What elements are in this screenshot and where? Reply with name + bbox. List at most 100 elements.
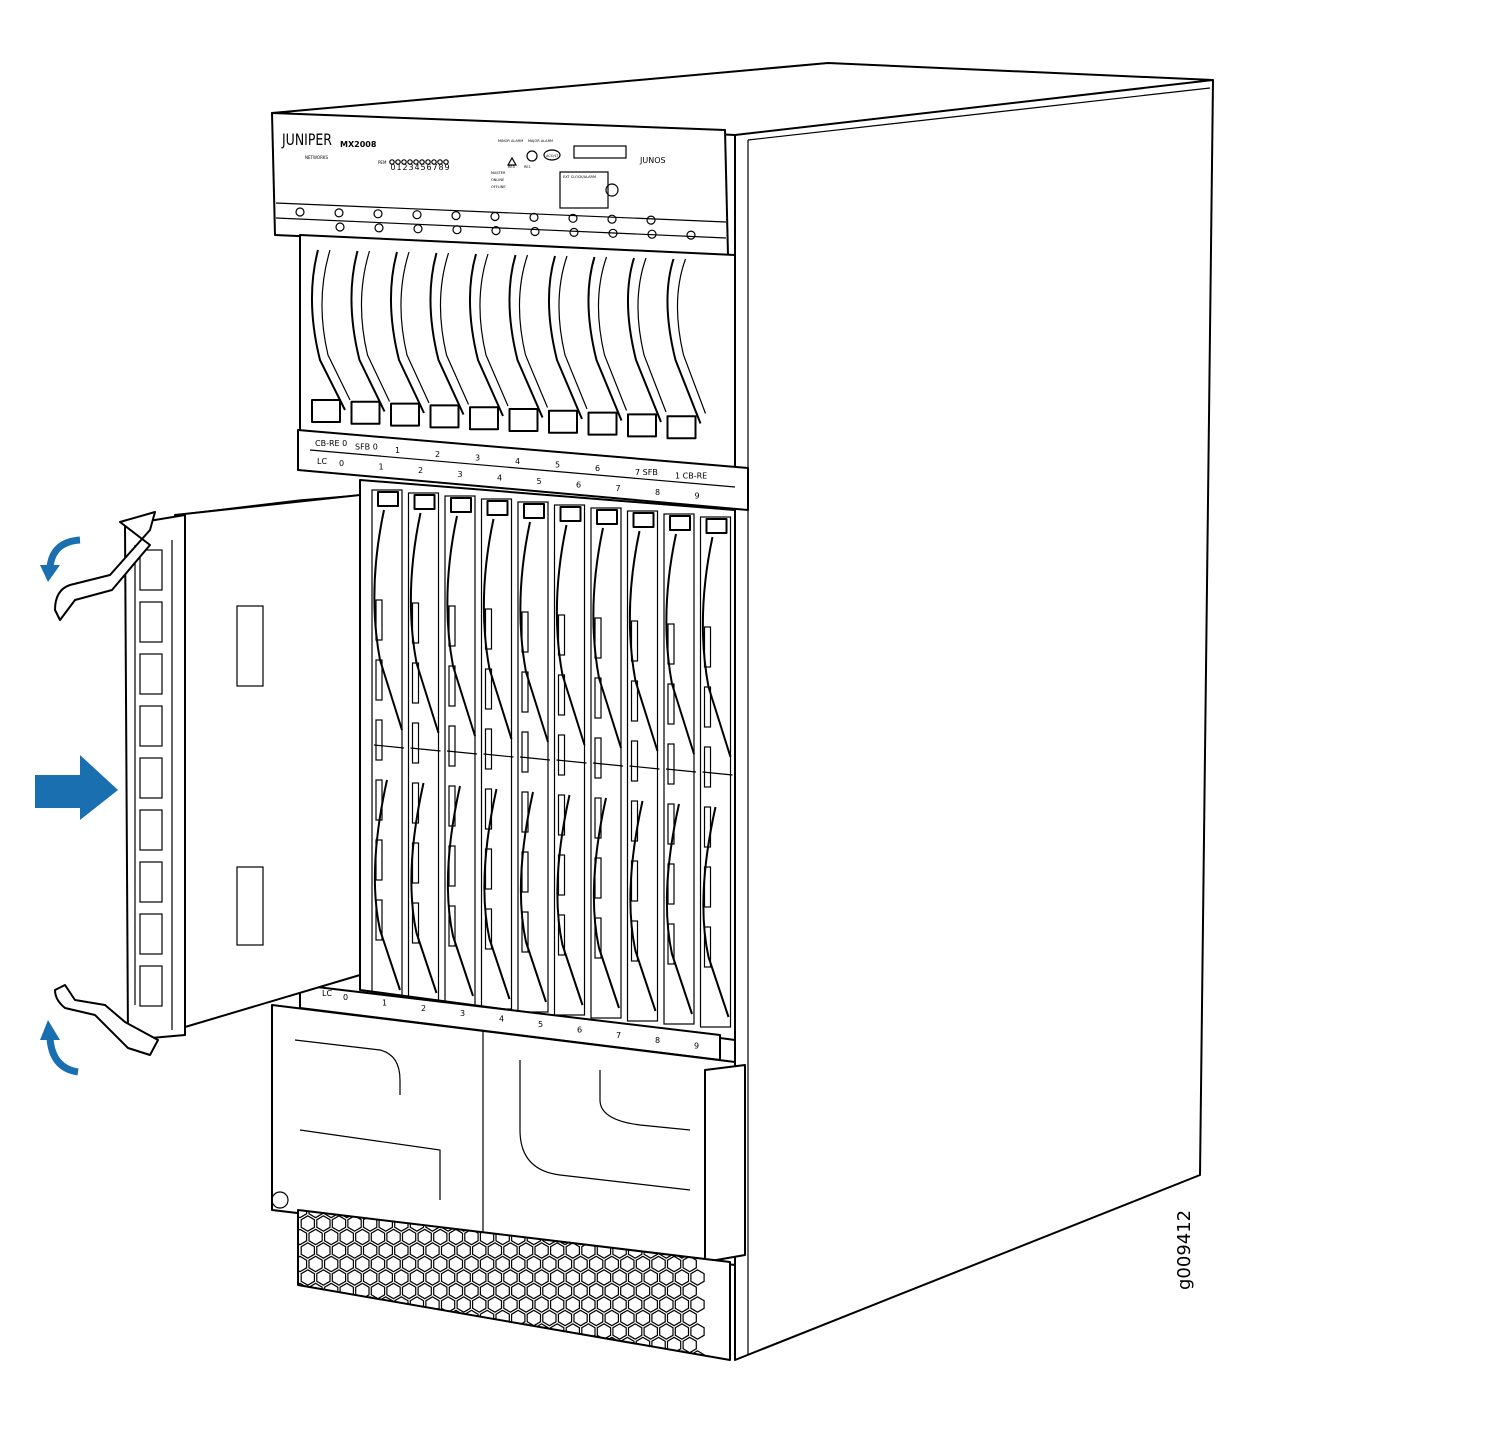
filter-hex-cell [387,1364,400,1379]
upper-card-cage [299,234,736,471]
slot-arrow-tab [632,512,655,528]
filter-hex-cell [643,1296,659,1313]
slot-led [374,223,384,233]
filter-hex-cell [464,1282,479,1300]
pem-number: 9 [445,163,450,172]
filter-hex-cell [464,1255,479,1273]
bottom-slot-label: LC [322,989,332,998]
slot-arrow-tab [669,515,691,531]
port-block [375,779,383,821]
filter-hex-cell [347,1269,362,1286]
slot-led [490,211,500,222]
filter-hex-cell [620,1282,635,1300]
filter-hex-cell [635,1282,651,1300]
filter-hex-cell [370,1228,386,1246]
port-block [667,863,675,905]
filter-hex-cell [316,1242,331,1259]
lc-slot-label: LC [317,457,327,466]
port-block [448,725,456,767]
filter-hex-cell [487,1269,503,1286]
filter-hex-cell [604,1309,620,1327]
port-block [557,854,566,896]
upper-ejector-handle[interactable] [54,511,156,621]
filter-hex-cell [588,1282,604,1300]
line-card-slot [553,504,586,1016]
filter-hex-cell [298,1336,308,1354]
port-block [667,743,675,785]
filter-hex-cell [449,1364,462,1379]
port-block [630,740,639,782]
filter-hex-cell [643,1350,659,1360]
filter-hex-cell [682,1282,697,1300]
filter-hex-cell [643,1323,659,1340]
filter-hex-cell [300,1215,315,1232]
aco-lt-button[interactable] [543,149,561,161]
port-block [521,911,529,953]
port-block [703,746,712,788]
ext-clock-alarm-port [559,171,609,209]
filter-hex-cell [293,1364,306,1379]
filter-hex-cell [612,1323,627,1340]
filter-hex-cell [324,1255,339,1273]
port-block [448,665,456,707]
filter-hex-cell [440,1269,456,1286]
pem-led [407,159,413,165]
upper-cards [310,249,707,440]
filter-hex-cell [331,1350,347,1360]
filter-hex-cell [620,1255,635,1273]
port-block [667,683,675,725]
filter-hex-cell [433,1336,448,1354]
port-block [594,857,602,899]
filter-hex-cell [487,1350,503,1360]
filter-hex-cell [487,1242,503,1259]
lower-ejector-handle[interactable] [54,984,159,1056]
lc-slot-label: 2 [418,466,423,475]
junos-logo: JUNOS [639,156,666,165]
alarm-relay-connectors [573,145,627,159]
port-block [411,602,420,644]
port-block [411,722,420,764]
filter-hex-cell [324,1336,339,1354]
filter-hex-cell [378,1323,393,1340]
slot-led [647,229,657,239]
filter-hex-cell [565,1242,581,1259]
filter-hex-cell [612,1269,627,1286]
card-ejector-handle [482,518,513,740]
card-port-block [139,705,163,747]
card-latch [469,406,499,431]
card-latch [548,409,578,434]
slot-led [413,224,423,234]
pem-number: 7 [433,163,438,172]
port-block [557,734,566,776]
port-block [411,902,420,944]
pem-led [413,159,419,165]
filter-hex-cell [434,1364,447,1379]
filter-hex-cell [325,1364,338,1379]
filter-hex-cell [496,1364,509,1379]
minor-alarm-label: MINOR ALARM [498,139,523,143]
port-block [375,839,383,881]
lc-slot-label: 4 [497,473,502,482]
filter-hex-cell [573,1309,588,1327]
filter-hex-cell [331,1296,347,1313]
filter-hex-cell [549,1242,565,1259]
filter-hex-cell [479,1282,495,1300]
filter-hex-cell [666,1255,682,1273]
filter-hex-cell [339,1255,354,1273]
filter-hex-cell [347,1350,362,1360]
pem-led [425,159,431,165]
bottom-slot-label: 5 [538,1020,543,1029]
filter-hex-cell [409,1242,425,1259]
filter-hex-cell [518,1296,534,1313]
filter-hex-cell [511,1282,526,1300]
slot-led [452,225,462,235]
filter-hex-cell [674,1323,690,1340]
card-ejector-handle [592,527,622,749]
filter-hex-cell [456,1242,471,1259]
filter-hex-cell [355,1309,370,1327]
filter-hex-cell [621,1364,634,1379]
card-ejector-handle [446,515,476,737]
